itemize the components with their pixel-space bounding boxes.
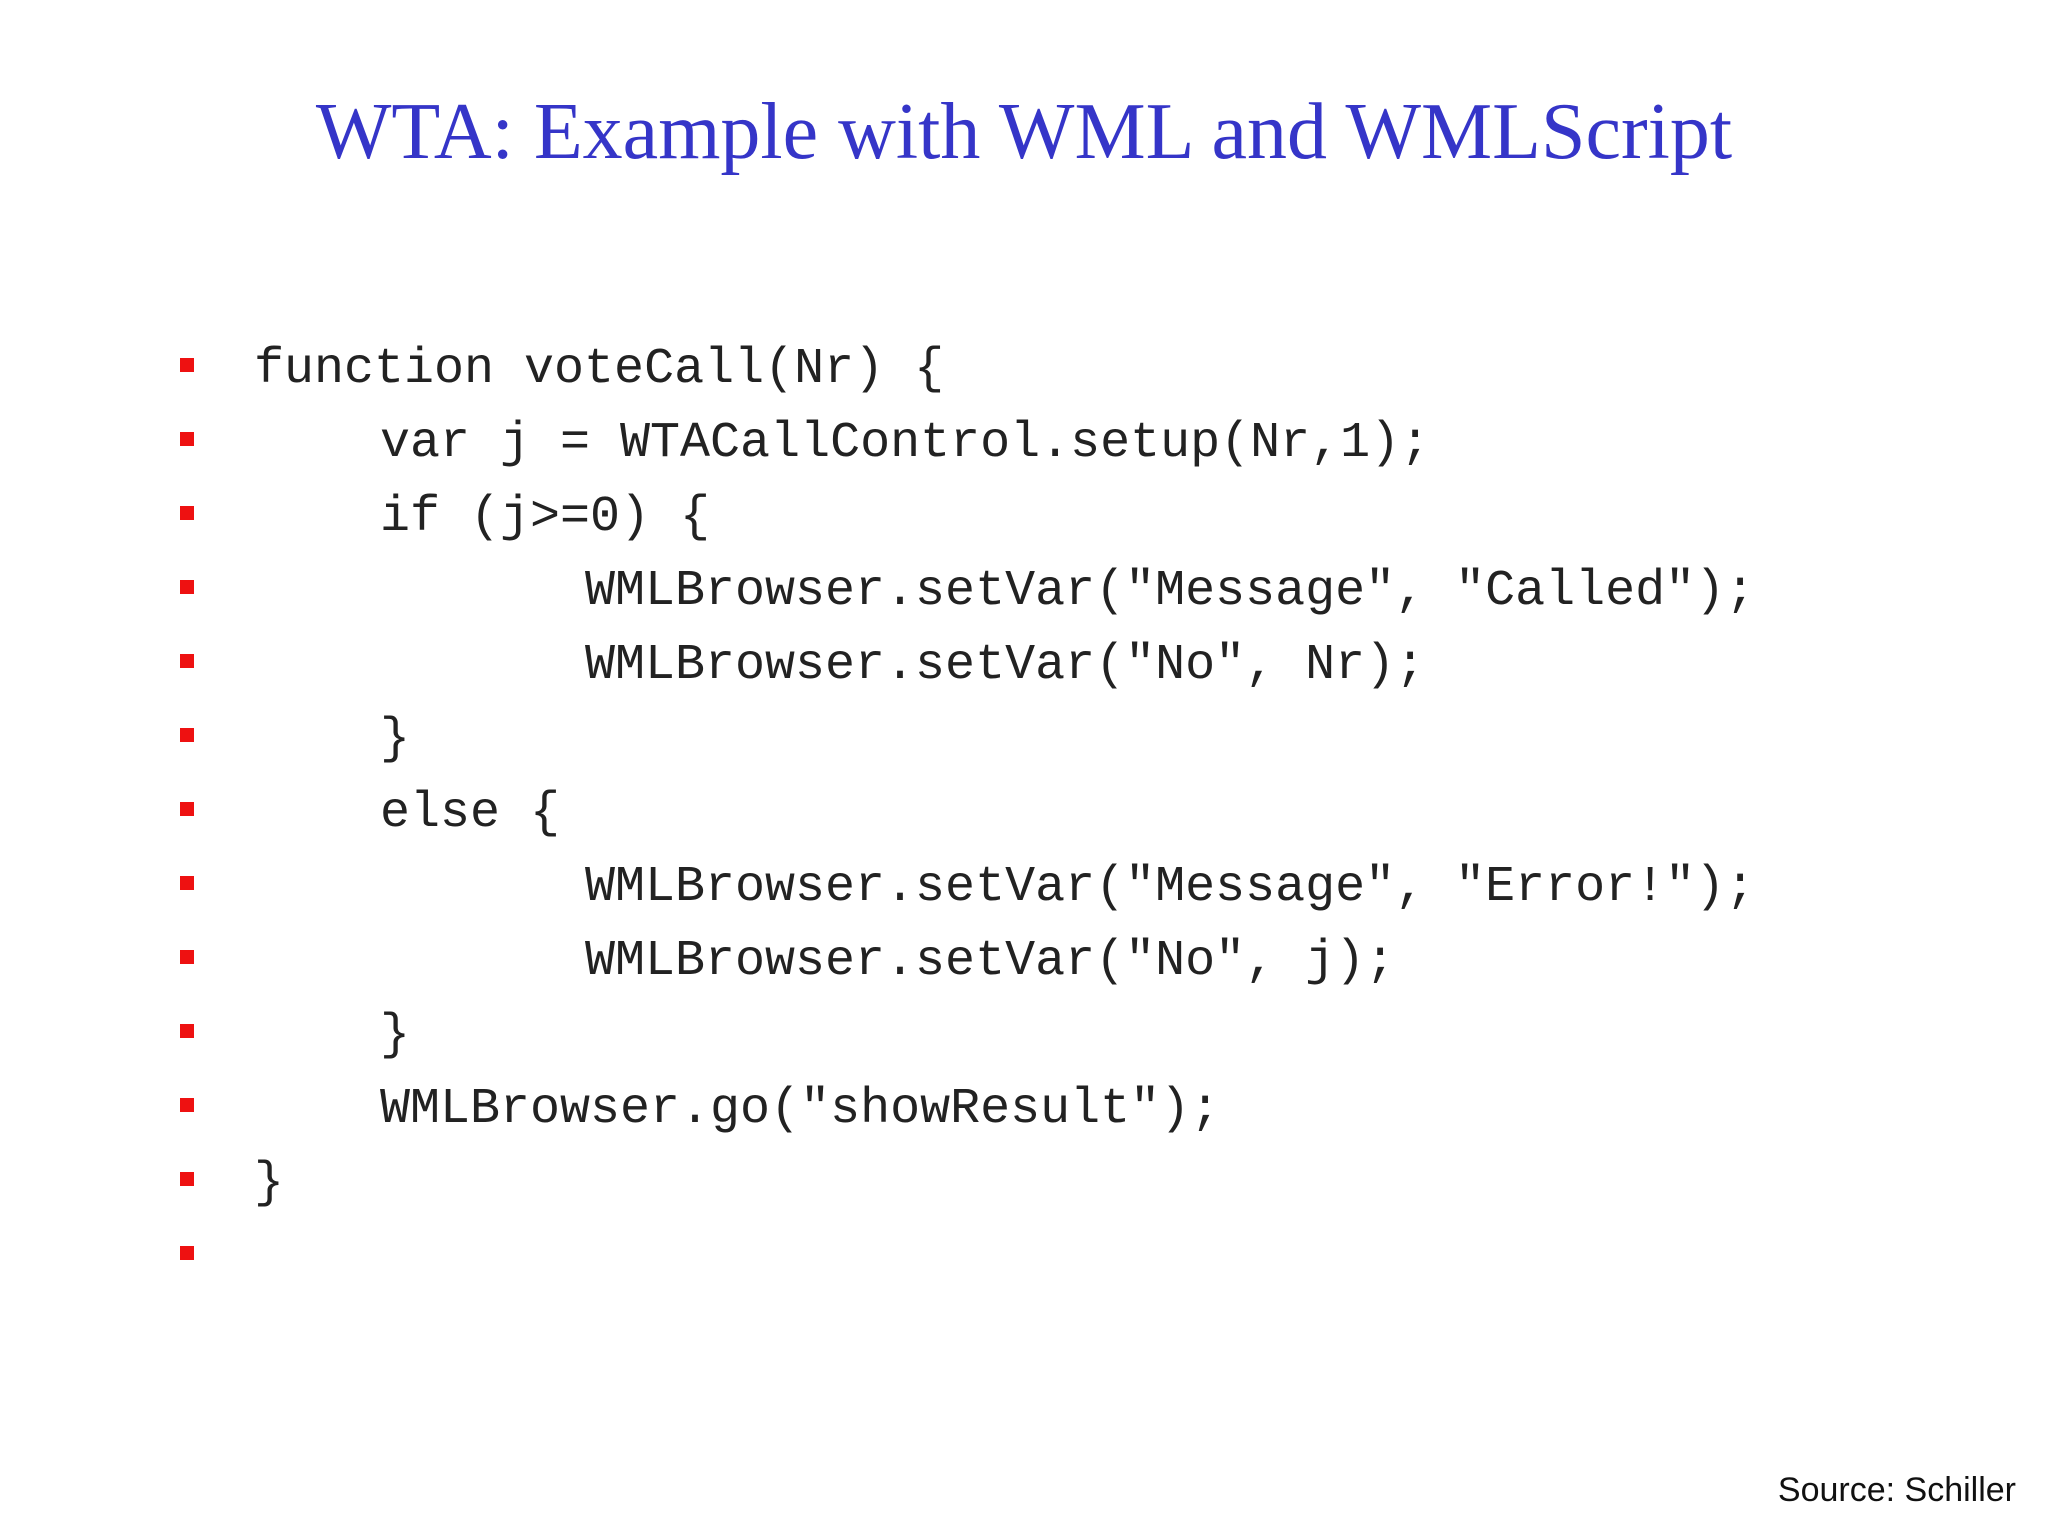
bullet-square-icon (180, 1246, 194, 1260)
code-line: WMLBrowser.setVar("No", Nr); (0, 629, 2048, 703)
bullet-square-icon (180, 580, 194, 594)
code-text: var j = WTACallControl.setup(Nr,1); (380, 415, 1431, 472)
bullet-square-icon (180, 1024, 194, 1038)
code-line: } (0, 999, 2048, 1073)
code-line: WMLBrowser.setVar("Message", "Error!"); (0, 851, 2048, 925)
bullet-square-icon (180, 654, 194, 668)
bullet-square-icon (180, 506, 194, 520)
code-line (0, 1221, 2048, 1295)
code-line: if (j>=0) { (0, 481, 2048, 555)
bullet-square-icon (180, 1098, 194, 1112)
source-credit: Source: Schiller (1777, 1471, 2016, 1509)
bullet-square-icon (180, 950, 194, 964)
code-text: WMLBrowser.setVar("Message", "Called"); (585, 563, 1756, 620)
code-line: } (0, 703, 2048, 777)
code-text: WMLBrowser.setVar("No", Nr); (585, 637, 1426, 694)
code-text: WMLBrowser.setVar("Message", "Error!"); (585, 859, 1756, 916)
bullet-square-icon (180, 1172, 194, 1186)
code-line: } (0, 1147, 2048, 1221)
code-line: function voteCall(Nr) { (0, 333, 2048, 407)
code-line: else { (0, 777, 2048, 851)
code-line: WMLBrowser.setVar("No", j); (0, 925, 2048, 999)
bullet-square-icon (180, 358, 194, 372)
code-text: } (380, 1007, 411, 1064)
code-text: } (254, 1155, 285, 1212)
bullet-square-icon (180, 802, 194, 816)
code-text: WMLBrowser.setVar("No", j); (585, 933, 1396, 990)
code-text: function voteCall(Nr) { (254, 341, 945, 398)
code-line: WMLBrowser.setVar("Message", "Called"); (0, 555, 2048, 629)
code-text: else { (380, 785, 561, 842)
code-text: if (j>=0) { (380, 489, 711, 546)
bullet-square-icon (180, 432, 194, 446)
bullet-square-icon (180, 876, 194, 890)
bullet-square-icon (180, 728, 194, 742)
code-line: var j = WTACallControl.setup(Nr,1); (0, 407, 2048, 481)
code-text: } (380, 711, 411, 768)
code-line: WMLBrowser.go("showResult"); (0, 1073, 2048, 1147)
slide-title: WTA: Example with WML and WMLScript (315, 88, 1733, 176)
code-listing: function voteCall(Nr) { var j = WTACallC… (0, 333, 2048, 1295)
code-text: WMLBrowser.go("showResult"); (380, 1081, 1221, 1138)
